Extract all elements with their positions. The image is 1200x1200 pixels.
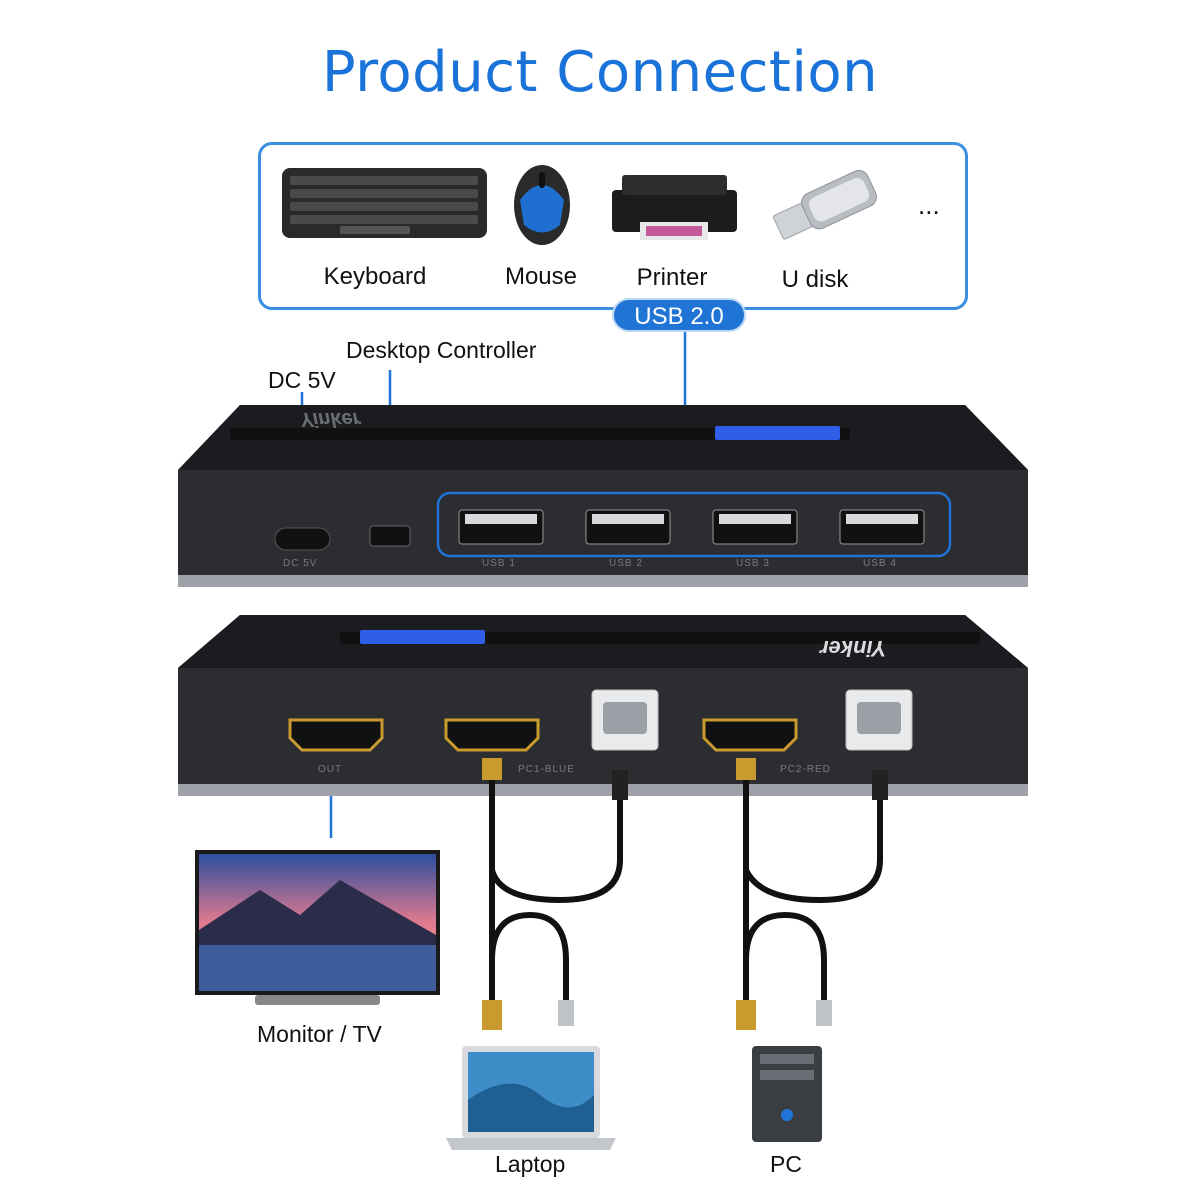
usb-flash-drive-icon (772, 170, 877, 240)
port-label-pc2: PC2-RED (780, 764, 831, 775)
port-label-usb-2: USB 2 (609, 558, 643, 569)
port-label-usb-3: USB 3 (736, 558, 770, 569)
device-label-printer: Printer (636, 264, 708, 291)
pc-label: PC (770, 1151, 802, 1177)
cable-connectors (482, 758, 888, 1030)
device-label-mouse: Mouse (504, 263, 578, 290)
pc-icon (752, 1046, 822, 1142)
page-title: Product Connection (321, 40, 879, 105)
brand-logo-back: Yinker (820, 636, 887, 661)
dc-power-label: DC 5V (268, 367, 336, 393)
port-label-pc1: PC1-BLUE (518, 764, 575, 775)
port-label-usb-1: USB 1 (482, 558, 516, 569)
hdmi-usb-cables (489, 777, 883, 1003)
port-label-dc: DC 5V (283, 558, 318, 569)
monitor-icon (195, 850, 440, 1005)
kvm-switch-front (178, 405, 1028, 587)
brand-logo-front: Yinker (300, 408, 361, 430)
port-label-out: OUT (318, 764, 343, 775)
more-devices-ellipsis: ... (918, 190, 940, 220)
kvm-switch-back (178, 615, 1028, 796)
laptop-icon (446, 1046, 616, 1150)
port-label-usb-4: USB 4 (863, 558, 897, 569)
mouse-icon (514, 165, 570, 245)
usb-version-badge: USB 2.0 (612, 298, 746, 332)
keyboard-icon (282, 168, 487, 238)
laptop-label: Laptop (495, 1151, 566, 1177)
device-label-keyboard: Keyboard (323, 263, 427, 290)
printer-icon (612, 175, 737, 240)
desktop-controller-label: Desktop Controller (346, 337, 537, 363)
device-label-u-disk: U disk (781, 266, 849, 293)
monitor-label: Monitor / TV (257, 1021, 382, 1047)
